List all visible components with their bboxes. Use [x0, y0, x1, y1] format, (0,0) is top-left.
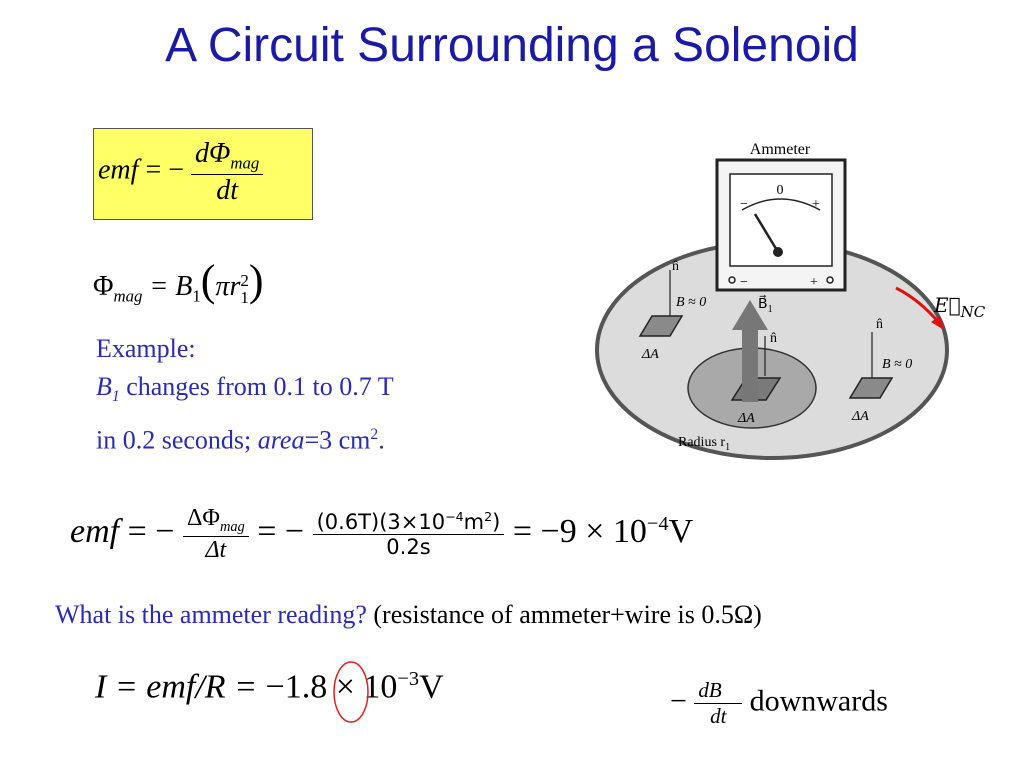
b1-label-sub: 1: [768, 304, 773, 315]
scale-minus: −: [740, 197, 748, 212]
right-area-patch: [848, 377, 894, 399]
eq2: = −: [257, 513, 305, 551]
b1-symbol: B: [96, 372, 112, 401]
dphi-num: ΔΦ: [186, 505, 220, 531]
phi-sub: mag: [113, 286, 143, 306]
example-time: in 0.2 seconds;: [96, 425, 258, 455]
dphi-sub: mag: [219, 518, 245, 535]
ammeter-scale: [741, 198, 821, 211]
db-num: dB⃗: [694, 678, 743, 704]
radius-sub: 1: [725, 442, 730, 453]
right-n-hat: n̂: [876, 317, 883, 332]
minus-highlight-circle: [333, 661, 369, 723]
right-b-approx: B ≈ 0: [882, 357, 912, 372]
b1-vector: B⃗: [758, 294, 768, 312]
eq-b: = B: [149, 271, 193, 302]
dphi-over-dt: ΔΦmag Δt: [182, 505, 249, 564]
area-sup: 2: [370, 426, 379, 444]
enc-e: E⃗: [933, 293, 961, 317]
current-minus: −: [265, 668, 285, 706]
area-word: area: [257, 425, 305, 455]
emf-lhs: emf: [70, 513, 120, 551]
values-close: ): [492, 510, 501, 535]
values-num: (0.6T)(3×10: [316, 510, 446, 535]
solenoid-diagram: Ammeter 0 − + − + n̂ B ≈ 0 ΔA n̂ B ≈ 0 Δ…: [595, 141, 986, 460]
downwards-word: downwards: [749, 684, 888, 718]
terminal-plus-label: +: [810, 275, 818, 290]
equals-minus: = −: [145, 154, 185, 186]
values-sup2: 2: [484, 509, 493, 525]
left-b-approx: B ≈ 0: [676, 295, 706, 310]
example-text: Example: B1 changes from 0.1 to 0.7 T in…: [96, 330, 394, 460]
slide-title: A Circuit Surrounding a Solenoid: [165, 19, 859, 72]
db-dt-fraction: dB⃗ dt: [694, 678, 743, 729]
left-delta-a: ΔA: [641, 347, 659, 362]
dbdt-minus: −: [670, 684, 687, 718]
right-delta-a: ΔA: [851, 409, 869, 424]
emf-formula: emf = − dΦmag dt: [98, 138, 264, 207]
emf-label: emf: [98, 154, 139, 186]
scale-plus: +: [812, 197, 820, 212]
values-unit: m: [463, 510, 485, 535]
pi-r: πr: [215, 271, 241, 302]
delta-t: Δt: [205, 536, 227, 563]
dt-den: dt: [710, 704, 727, 728]
values-den: 0.2s: [386, 535, 431, 560]
open-paren: (: [200, 256, 216, 305]
terminal-minus-label: −: [740, 275, 748, 290]
left-area-patch: [638, 315, 684, 337]
current-formula: I = emf/R = −1.8 × 10−3V: [95, 668, 444, 706]
values-fraction: (0.6T)(3×10−4m2) 0.2s: [312, 509, 505, 560]
enc-sub: NC: [960, 303, 986, 321]
center-n-hat: n̂: [770, 331, 777, 346]
left-n-hat: n̂: [672, 259, 679, 274]
emf-result-sup: −4: [646, 512, 669, 535]
close-paren: ): [248, 256, 264, 305]
b1-label: B⃗1: [758, 294, 773, 315]
current-lhs: I = emf/R =: [95, 668, 266, 706]
current-value: 1.8 × 10: [284, 668, 398, 706]
b1-arrow-shaft: [742, 326, 758, 402]
radius-text: Radius r: [678, 435, 725, 450]
phi-symbol: Φ: [93, 271, 114, 302]
area-value: =3 cm: [304, 425, 371, 455]
current-sup: −3: [397, 668, 420, 690]
emf-result-unit: V: [668, 513, 694, 551]
emf-result: = −9 × 10: [512, 513, 647, 551]
current-unit: V: [419, 668, 444, 706]
question-note: (resistance of ammeter+wire is 0.5Ω): [366, 600, 762, 629]
dphi: dΦ: [195, 138, 231, 169]
b-sub: 1: [192, 286, 201, 306]
emf-computation: emf = − ΔΦmag Δt = − (0.6T)(3×10−4m2) 0.…: [70, 505, 693, 564]
example-label: Example:: [96, 334, 196, 363]
question-line: What is the ammeter reading? (resistance…: [55, 600, 762, 630]
values-sup: −4: [445, 509, 464, 525]
ammeter-needle: [753, 213, 780, 253]
enc-label: E⃗NC: [933, 293, 986, 321]
db-dt-downwards: − dB⃗ dt downwards: [670, 678, 888, 729]
ammeter-label: Ammeter: [750, 141, 811, 158]
mag-sub: mag: [230, 153, 260, 173]
r-sup: 2: [240, 270, 249, 290]
needle-pivot: [773, 247, 783, 257]
area-end: .: [378, 425, 385, 455]
ammeter-zero: 0: [777, 183, 784, 198]
dt: dt: [216, 174, 239, 206]
b1-sub: 1: [111, 388, 120, 406]
dphi-dt-fraction: dΦmag dt: [191, 138, 264, 207]
terminal-plus: [826, 276, 834, 284]
eq1: = −: [127, 513, 175, 551]
question-text: What is the ammeter reading?: [55, 600, 367, 629]
example-change: changes from 0.1 to 0.7 T: [119, 372, 394, 401]
center-delta-a: ΔA: [737, 411, 755, 426]
radius-label: Radius r1: [678, 435, 730, 453]
b1-arrow-head: [732, 300, 768, 330]
terminal-minus: [728, 276, 736, 284]
enc-arrow-head: [931, 316, 944, 330]
r-sub: 1: [240, 287, 249, 307]
